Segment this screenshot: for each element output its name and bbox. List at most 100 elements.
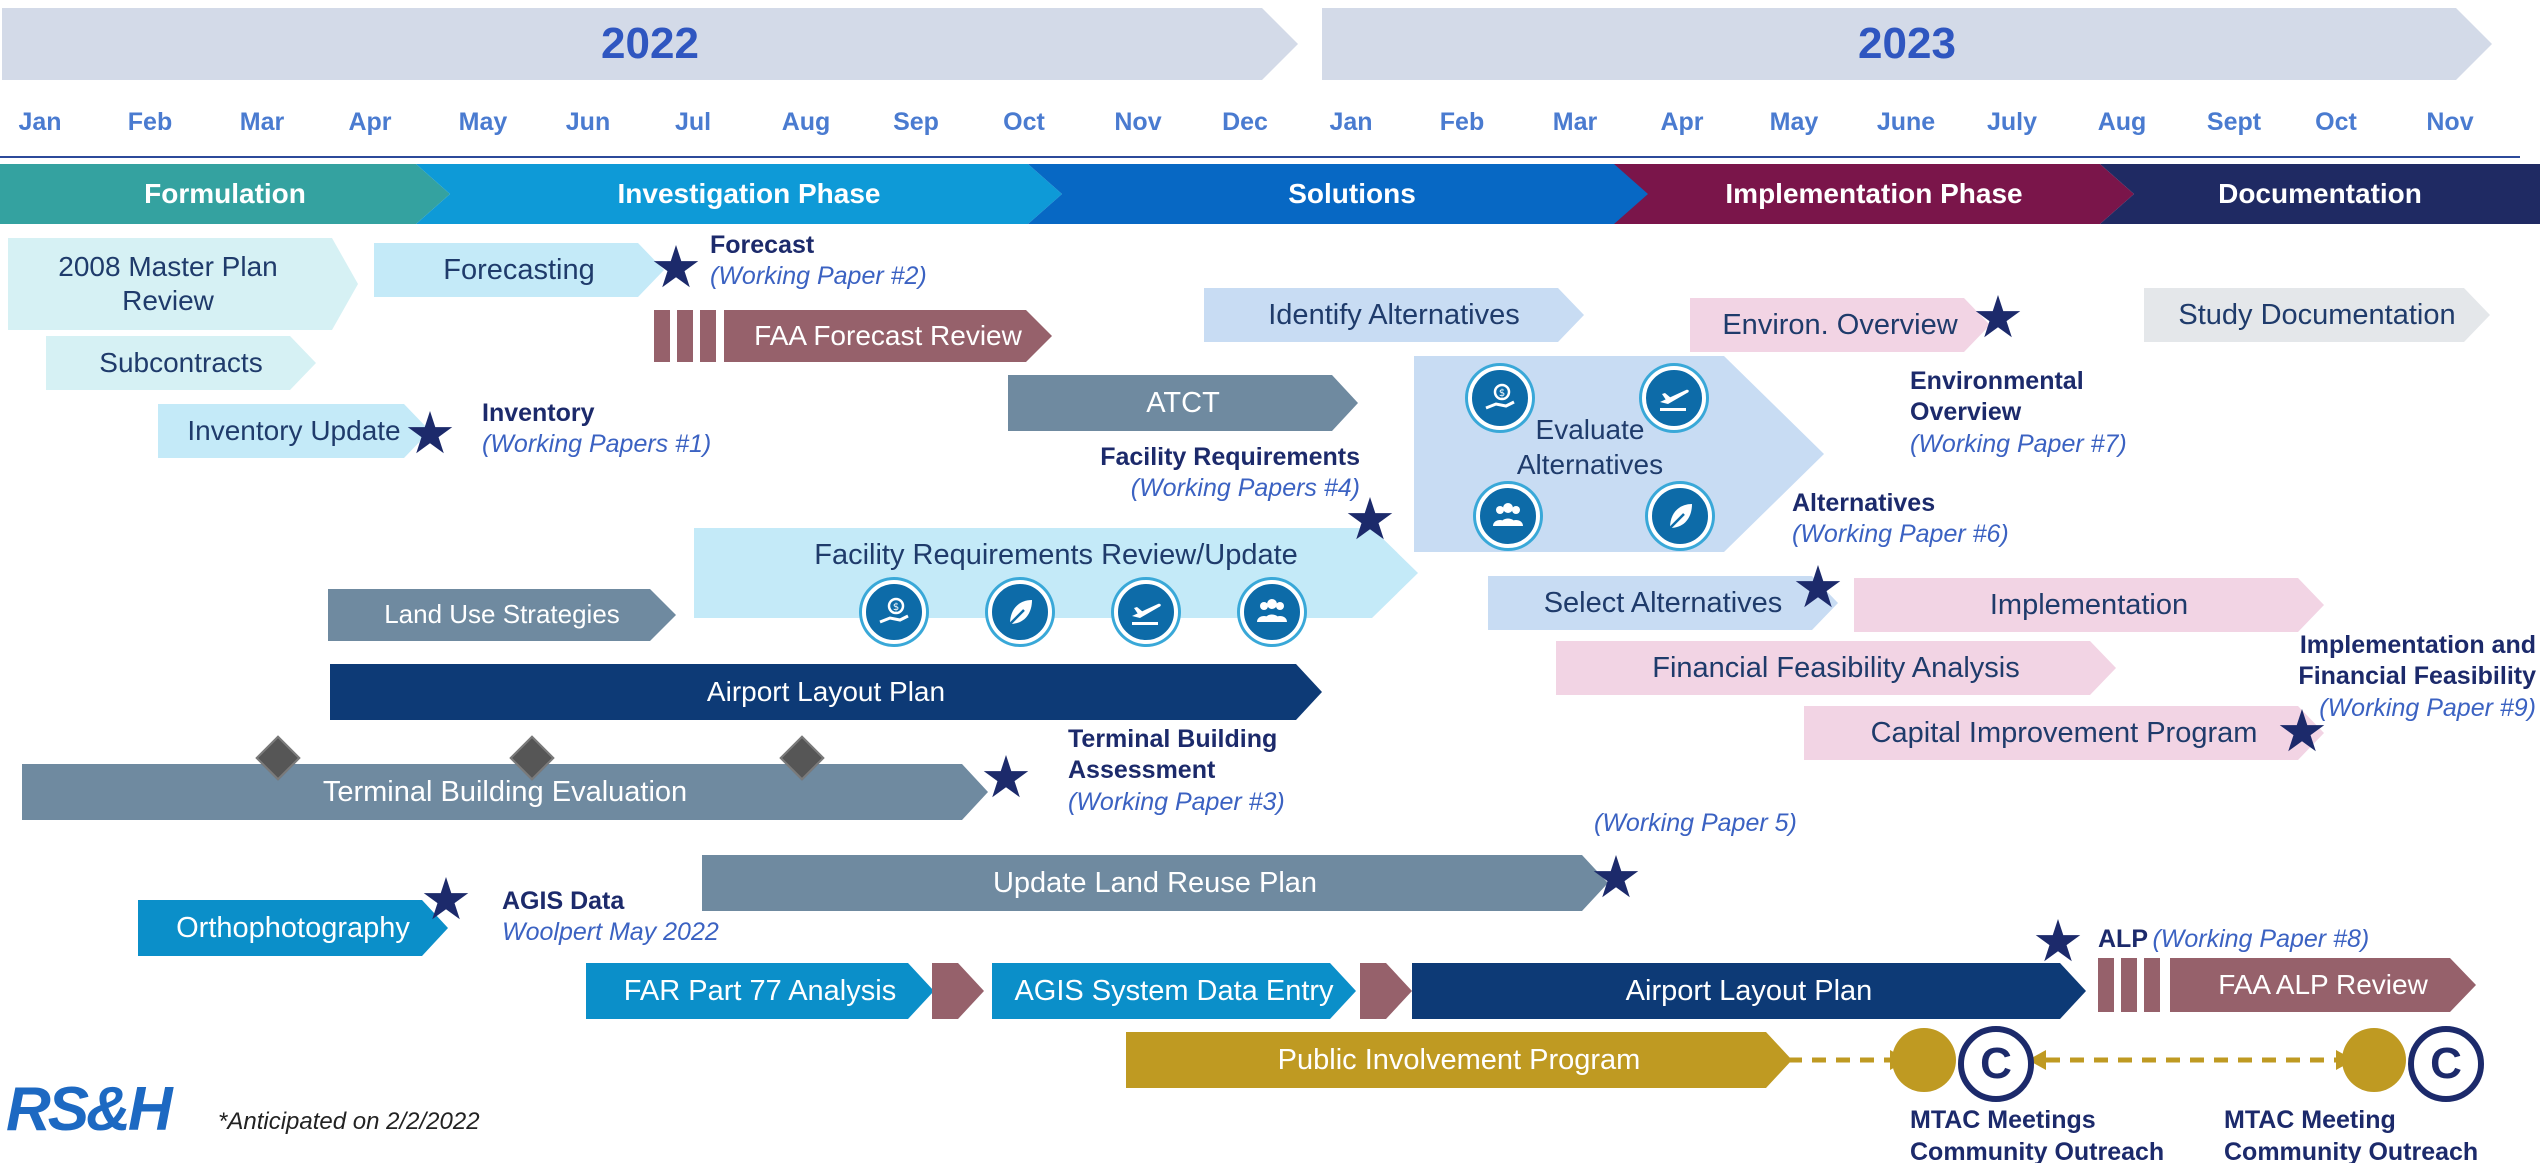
task-faa-forecast-review: FAA Forecast Review	[724, 310, 1052, 362]
phase-label: Formulation	[144, 178, 306, 209]
month-label: Jan	[18, 108, 62, 136]
milestone-title: Terminal Building	[1068, 725, 1278, 753]
task-label: ATCT	[1146, 386, 1220, 419]
task-label: Select Alternatives	[1543, 586, 1783, 619]
task-label: Evaluate Alternatives	[1516, 414, 1664, 480]
community-outreach-icon: C	[1958, 1026, 2034, 1102]
phase-formulation: Formulation	[0, 164, 450, 224]
money-hand-icon: $	[1468, 366, 1532, 430]
leaf-icon	[1648, 484, 1712, 548]
task-label: Airport Layout Plan	[1625, 974, 1873, 1007]
milestone-title: Inventory	[482, 399, 595, 427]
month-label: Oct	[1003, 108, 1045, 136]
task-label: Financial Feasibility Analysis	[1652, 651, 2020, 684]
task-label: Terminal Building Evaluation	[322, 775, 688, 808]
month-label: Oct	[2315, 108, 2357, 136]
task-inventory-update: Inventory Update	[158, 404, 430, 458]
task-forecasting: Forecasting	[374, 243, 664, 297]
month-label: Apr	[348, 108, 392, 136]
milestone-star-icon: ★	[1590, 845, 1642, 910]
task-agis-entry: AGIS System Data Entry	[992, 963, 1356, 1019]
task-orthophotography: Orthophotography	[138, 900, 448, 956]
milestone-title: Alternatives	[1792, 489, 1936, 517]
task-environ-overview: Environ. Overview	[1690, 298, 1990, 352]
task-financial-feasibility: Financial Feasibility Analysis	[1556, 641, 2116, 695]
month-rule	[0, 156, 2520, 158]
month-label: Jul	[674, 108, 712, 136]
milestone-sub: (Working Paper #6)	[1792, 520, 2009, 549]
milestone-star-icon: ★	[1344, 487, 1396, 552]
review-stripe	[700, 310, 716, 362]
month-label: May	[458, 108, 508, 136]
milestone-star-icon: ★	[1972, 285, 2024, 350]
money-hand-icon: $	[862, 580, 926, 644]
task-label: Land Use Strategies	[384, 599, 620, 630]
phase-implementation: Implementation Phase	[1614, 164, 2134, 224]
task-update-land-reuse: Update Land Reuse Plan	[702, 855, 1608, 911]
month-label: Sep	[893, 108, 939, 136]
community-outreach-icon: C	[2408, 1026, 2484, 1102]
rsh-logo: RS&H	[6, 1075, 173, 1144]
milestone-facility-requirements: Facility Requirements(Working Papers #4)	[1060, 442, 1360, 505]
month-label: Jan	[1329, 108, 1373, 136]
milestone-forecast: Forecast (Working Paper #2)	[710, 230, 927, 293]
task-airport-layout-plan: Airport Layout Plan	[330, 664, 1322, 720]
phase-label: Investigation Phase	[617, 178, 881, 209]
task-label: FAA ALP Review	[2218, 969, 2428, 1001]
task-label: Subcontracts	[99, 347, 263, 379]
milestone-title: ALP	[2098, 925, 2148, 953]
year-band-2023: 2023	[1322, 8, 2492, 80]
meeting-dot	[1892, 1028, 1956, 1092]
milestone-sub: (Working Paper #2)	[710, 262, 927, 291]
year-band-2022: 2022	[2, 8, 1298, 80]
month-label: Mar	[239, 108, 285, 136]
month-label: Feb	[127, 108, 173, 136]
task-master-plan-review: 2008 Master Plan Review	[8, 238, 358, 330]
task-capital-improvement: Capital Improvement Program	[1804, 706, 2324, 760]
milestone-sub: (Working Paper 5)	[1594, 809, 1797, 837]
month-label: Mar	[1552, 108, 1598, 136]
task-label: Forecasting	[443, 253, 595, 286]
task-atct: ATCT	[1008, 375, 1358, 431]
review-stripe	[2098, 958, 2114, 1012]
task-select-alternatives: Select Alternatives	[1488, 576, 1838, 630]
month-label: Nov	[1114, 108, 1162, 136]
month-label: June	[1876, 108, 1936, 136]
milestone-title: Forecast	[710, 231, 815, 259]
month-label: Aug	[781, 108, 831, 136]
milestone-sub: (Working Papers #1)	[482, 430, 712, 459]
milestone-title: Facility Requirements	[1100, 443, 1360, 471]
task-far-part-77: FAR Part 77 Analysis	[586, 963, 934, 1019]
task-land-use-strategies: Land Use Strategies	[328, 589, 676, 641]
outreach-line: Community Outreach	[1910, 1138, 2165, 1163]
month-label: Feb	[1439, 108, 1485, 136]
task-label: Facility Requirements Review/Update	[814, 539, 1298, 571]
task-terminal-building-evaluation: Terminal Building Evaluation	[22, 764, 988, 820]
task-label: Implementation	[1989, 588, 2189, 621]
milestone-inventory: Inventory (Working Papers #1)	[482, 398, 711, 461]
month-label: Aug	[2097, 108, 2147, 136]
year-label: 2023	[1858, 19, 1956, 68]
task-label: Capital Improvement Program	[1870, 716, 2258, 749]
people-icon	[1476, 484, 1540, 548]
task-airport-layout-plan-2: Airport Layout Plan	[1412, 963, 2086, 1019]
milestone-sub: (Working Paper #7)	[1910, 429, 2127, 458]
milestone-sub: (Working Paper #9)	[2319, 693, 2536, 722]
milestone-alternatives: Alternatives (Working Paper #6)	[1792, 488, 2009, 551]
milestone-star-icon: ★	[2032, 909, 2084, 974]
task-subcontracts: Subcontracts	[46, 336, 316, 390]
task-label: Study Documentation	[2178, 298, 2456, 331]
leaf-icon	[988, 580, 1052, 644]
footnote: *Anticipated on 2/2/2022	[218, 1108, 480, 1135]
phase-label: Solutions	[1288, 178, 1416, 209]
milestone-alp: ALP (Working Paper #8)	[2098, 924, 2369, 955]
milestone-sub: (Working Paper #3)	[1068, 787, 1285, 816]
mtac-line: MTAC Meeting	[2224, 1106, 2396, 1134]
milestone-star-icon: ★	[1792, 555, 1844, 620]
task-label: AGIS System Data Entry	[1014, 974, 1334, 1007]
